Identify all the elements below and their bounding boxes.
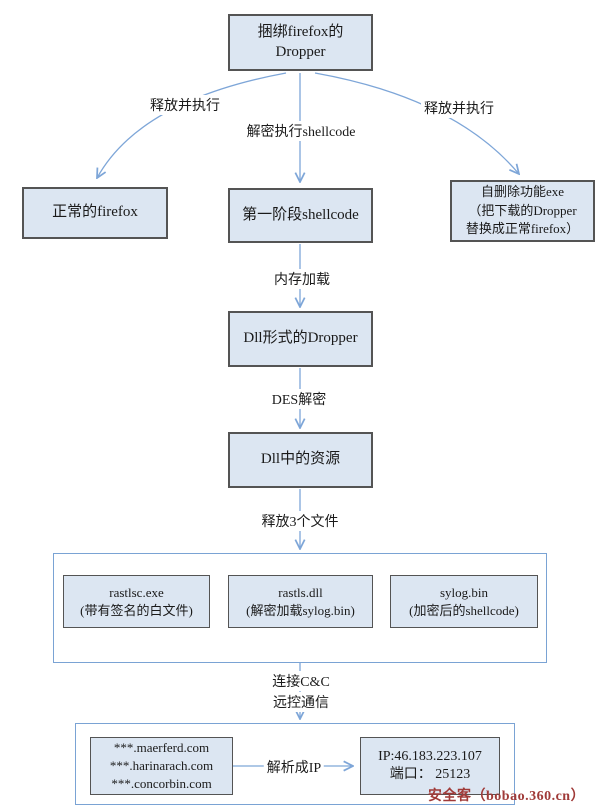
node-bundled-dropper-line2: Dropper (275, 43, 326, 60)
node-rastls-dll-line1: rastls.dll (278, 585, 323, 601)
node-dll-resource: Dll中的资源 (228, 432, 373, 488)
label-connect-cc-line1: 连接C&C (269, 671, 333, 691)
node-cc-domains-line3: ***.concorbin.com (111, 776, 212, 792)
node-selfdelete-exe: 自删除功能exe （把下载的Dropper 替换成正常firefox） (450, 180, 595, 242)
label-connect-cc-line2: 远控通信 (270, 692, 332, 712)
node-cc-ip-port-line1: IP:46.183.223.107 (378, 748, 482, 764)
label-memory-load: 内存加载 (271, 269, 333, 289)
node-selfdelete-exe-line1: 自删除功能exe (480, 184, 565, 200)
node-cc-domains-line1: ***.maerferd.com (113, 739, 210, 755)
label-release-exec-left: 释放并执行 (147, 95, 223, 115)
node-cc-domains-line2: ***.harinarach.com (109, 757, 214, 773)
node-rastlsc-exe: rastlsc.exe (带有签名的白文件) (63, 575, 210, 628)
node-dll-dropper-line1: Dll形式的Dropper (243, 330, 358, 347)
node-bundled-dropper-line1: 捆绑firefox的 (257, 23, 344, 40)
node-sylog-bin-line2: (加密后的shellcode) (409, 602, 519, 618)
container-dropped-files (53, 553, 547, 663)
label-resolve-ip: 解析成IP (263, 757, 325, 777)
watermark-anquanke: 安全客（bobao.360.cn） (428, 789, 586, 804)
label-des-decrypt: DES解密 (268, 389, 330, 409)
node-normal-firefox-line1: 正常的firefox (52, 204, 138, 221)
node-dll-resource-line1: Dll中的资源 (260, 451, 341, 468)
label-release-exec-right: 释放并执行 (421, 98, 497, 118)
label-release-3-files: 释放3个文件 (258, 511, 342, 531)
node-rastlsc-exe-line2: (带有签名的白文件) (80, 602, 193, 618)
node-selfdelete-exe-line3: 替换成正常firefox） (465, 221, 580, 237)
node-sylog-bin-line1: sylog.bin (439, 585, 489, 601)
container-cc-communication (75, 723, 515, 805)
node-bundled-dropper: 捆绑firefox的 Dropper (228, 14, 373, 71)
node-rastls-dll: rastls.dll (解密加载sylog.bin) (228, 575, 373, 628)
node-rastlsc-exe-line1: rastlsc.exe (109, 585, 164, 601)
node-stage1-shellcode: 第一阶段shellcode (228, 188, 373, 243)
node-cc-ip-port: IP:46.183.223.107 端口： 25123 (360, 737, 500, 795)
node-normal-firefox: 正常的firefox (22, 187, 168, 239)
label-decrypt-exec-shellcode: 解密执行shellcode (243, 121, 359, 141)
node-sylog-bin: sylog.bin (加密后的shellcode) (390, 575, 538, 628)
node-stage1-shellcode-line1: 第一阶段shellcode (242, 206, 359, 223)
node-selfdelete-exe-line2: （把下载的Dropper (468, 202, 577, 218)
node-dll-dropper: Dll形式的Dropper (228, 311, 373, 367)
node-cc-domains: ***.maerferd.com ***.harinarach.com ***.… (90, 737, 233, 795)
node-cc-ip-port-line2: 端口： 25123 (389, 767, 471, 782)
node-rastls-dll-line2: (解密加载sylog.bin) (246, 602, 355, 618)
